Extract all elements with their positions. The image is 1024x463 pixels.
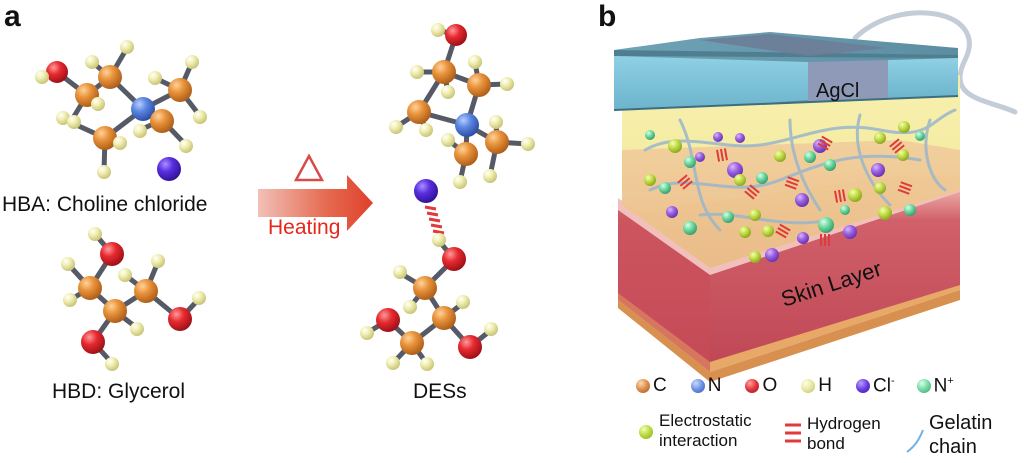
legend-ammonium-charge: + [947, 375, 954, 387]
des-chloride-ion [414, 179, 438, 203]
legend-electrostatic: Electrostatic interaction [659, 411, 752, 451]
ion-particles [644, 121, 925, 263]
des-choline-atoms [389, 23, 535, 189]
oxygen-swatch-icon [745, 379, 760, 394]
gelatin-chains [643, 108, 957, 232]
legend-hydrogen-bond: Hydrogen bond [807, 414, 881, 454]
chloride-swatch-icon [855, 379, 870, 394]
heating-arrow [258, 175, 373, 231]
gelatin-chain-swatch-icon [906, 429, 924, 453]
legend-electrostatic-line1: Electrostatic [659, 411, 752, 430]
legend-gelatin-chain: Gelatin chain [929, 411, 992, 459]
atom-legend: C N O H Cl- N+ [636, 375, 954, 397]
legend-chloride-symbol: Cl [872, 375, 891, 397]
agcl-electrode [613, 32, 959, 111]
heating-label: Heating [268, 216, 341, 239]
panel-a-label: a [4, 0, 21, 33]
choline-atoms [35, 40, 207, 181]
panel-a-diagram [35, 23, 535, 371]
legend-gelatin-line1: Gelatin [929, 412, 993, 434]
hydrogen-bond-marks [677, 135, 913, 246]
hydrogen-bond-dashes [424, 205, 445, 235]
legend-chloride: Cl- [873, 375, 895, 397]
hydrogen-swatch-icon [801, 379, 816, 394]
glycerol-atoms [61, 227, 206, 371]
hbd-label: HBD: Glycerol [52, 380, 186, 403]
electrode-wire [852, 10, 1018, 115]
ammonium-swatch-icon [916, 379, 931, 394]
legend-hydrogen: H [818, 375, 832, 397]
legend-hbond-line2: bond [807, 434, 845, 453]
agcl-label: AgCl [816, 80, 860, 102]
legend-gelatin-line2: chain [929, 436, 977, 458]
legend-oxygen: O [762, 375, 778, 397]
legend-chloride-charge: - [890, 375, 895, 387]
nitrogen-swatch-icon [690, 379, 705, 394]
delta-triangle-icon [293, 153, 325, 182]
electrostatic-swatch-icon [639, 425, 653, 439]
legend-hbond-line1: Hydrogen [807, 414, 881, 433]
carbon-swatch-icon [636, 379, 650, 394]
chloride-ion [157, 157, 181, 181]
hba-label: HBA: Choline chloride [2, 193, 208, 216]
des-label: DESs [413, 380, 467, 403]
hydrogen-bond-swatch-icon [785, 423, 801, 443]
legend-nitrogen: N [707, 375, 722, 397]
panel-b-label: b [598, 0, 617, 33]
legend-ammonium: N+ [934, 375, 954, 397]
des-glycerol-atoms [360, 233, 498, 371]
legend-carbon: C [653, 375, 667, 397]
legend-electrostatic-line2: interaction [659, 431, 738, 450]
legend-ammonium-symbol: N [933, 375, 948, 397]
